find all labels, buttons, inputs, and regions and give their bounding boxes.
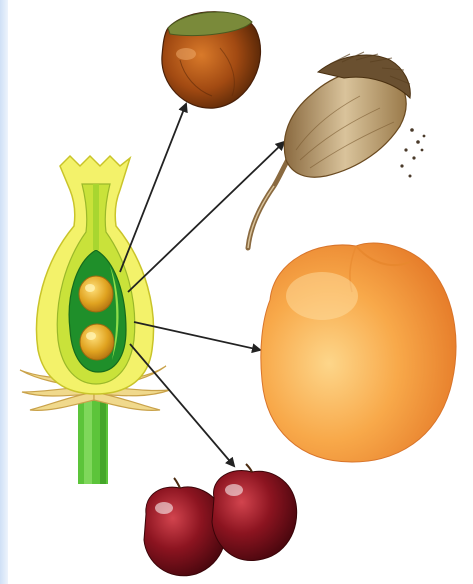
hazelnut <box>162 12 261 108</box>
arrow-to-poppy-capsule <box>128 142 284 292</box>
cherry-right <box>212 464 297 561</box>
flower-stem <box>78 392 108 484</box>
cherries <box>144 464 297 576</box>
poppy-seeds <box>400 128 425 177</box>
peach <box>261 243 456 462</box>
style-canal <box>93 184 99 250</box>
flower-pistil <box>20 156 170 484</box>
arrow-to-cherries <box>130 344 234 466</box>
